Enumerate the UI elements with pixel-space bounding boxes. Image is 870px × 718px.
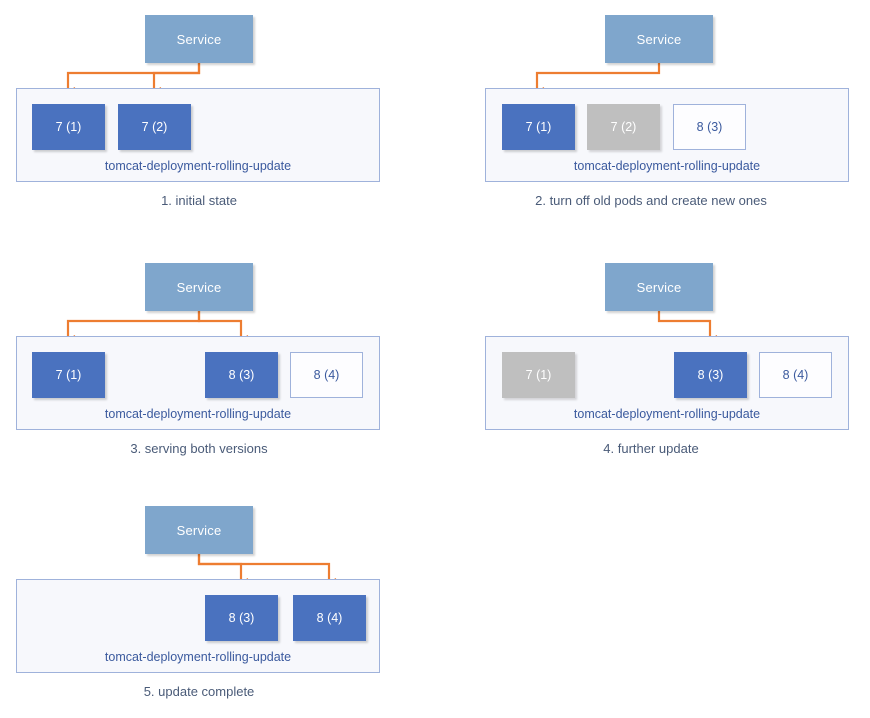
panel-1-service-label: Service xyxy=(176,31,222,47)
panel-1-caption: 1. initial state xyxy=(161,193,237,208)
panel-4-pod-1-label: 8 (3) xyxy=(697,367,724,382)
panel-1-service-box[interactable]: Service xyxy=(145,15,253,63)
panel-2-caption: 2. turn off old pods and create new ones xyxy=(535,193,767,208)
panel-1-pod-0-label: 7 (1) xyxy=(55,119,82,134)
panel-4-caption: 4. further update xyxy=(603,441,699,456)
panel-3-deployment-name: tomcat-deployment-rolling-update xyxy=(104,406,292,421)
panel-3-pod-2-label: 8 (4) xyxy=(313,367,340,382)
panel-4-deployment-name: tomcat-deployment-rolling-update xyxy=(573,406,761,421)
panel-2-service-label: Service xyxy=(636,31,682,47)
panel-4-pod-2-label: 8 (4) xyxy=(782,367,809,382)
panel-3-pod-1-label: 8 (3) xyxy=(228,367,255,382)
panel-5-pod-1[interactable]: 8 (4) xyxy=(293,595,366,641)
panel-5-pod-0-label: 8 (3) xyxy=(228,610,255,625)
panel-5-service-box[interactable]: Service xyxy=(145,506,253,554)
panel-2-pod-0-label: 7 (1) xyxy=(525,119,552,134)
panel-4-pod-0-label: 7 (1) xyxy=(525,367,552,382)
panel-4-pod-0[interactable]: 7 (1) xyxy=(502,352,575,398)
panel-1-deployment-name: tomcat-deployment-rolling-update xyxy=(104,158,292,173)
panel-2: Service tomcat-deployment-rolling-update… xyxy=(435,0,870,230)
panel-5-caption: 5. update complete xyxy=(143,684,255,699)
panel-1-pod-1-label: 7 (2) xyxy=(141,119,168,134)
panel-2-deployment-name: tomcat-deployment-rolling-update xyxy=(573,158,761,173)
panel-1-pod-0[interactable]: 7 (1) xyxy=(32,104,105,150)
panel-3-service-box[interactable]: Service xyxy=(145,263,253,311)
panel-4-service-label: Service xyxy=(636,279,682,295)
panel-3-pod-2[interactable]: 8 (4) xyxy=(290,352,363,398)
panel-2-pod-0[interactable]: 7 (1) xyxy=(502,104,575,150)
panel-3-caption: 3. serving both versions xyxy=(130,441,268,456)
panel-1-pod-1[interactable]: 7 (2) xyxy=(118,104,191,150)
panel-4: Service tomcat-deployment-rolling-update… xyxy=(435,248,870,478)
panel-4-service-box[interactable]: Service xyxy=(605,263,713,311)
panel-4-pod-2[interactable]: 8 (4) xyxy=(759,352,832,398)
panel-2-pod-1[interactable]: 7 (2) xyxy=(587,104,660,150)
panel-1: Service tomcat-deployment-rolling-update… xyxy=(0,0,435,230)
panel-5: Service tomcat-deployment-rolling-update… xyxy=(0,491,435,718)
panel-2-service-box[interactable]: Service xyxy=(605,15,713,63)
panel-5-deployment-name: tomcat-deployment-rolling-update xyxy=(104,649,292,664)
panel-2-pod-2-label: 8 (3) xyxy=(696,119,723,134)
panel-3: Service tomcat-deployment-rolling-update… xyxy=(0,248,435,478)
panel-3-pod-1[interactable]: 8 (3) xyxy=(205,352,278,398)
panel-5-pod-0[interactable]: 8 (3) xyxy=(205,595,278,641)
panel-2-pod-2[interactable]: 8 (3) xyxy=(673,104,746,150)
panel-4-pod-1[interactable]: 8 (3) xyxy=(674,352,747,398)
panel-5-pod-1-label: 8 (4) xyxy=(316,610,343,625)
panel-3-pod-0[interactable]: 7 (1) xyxy=(32,352,105,398)
panel-3-pod-0-label: 7 (1) xyxy=(55,367,82,382)
panel-3-service-label: Service xyxy=(176,279,222,295)
panel-2-pod-1-label: 7 (2) xyxy=(610,119,637,134)
panel-5-service-label: Service xyxy=(176,522,222,538)
